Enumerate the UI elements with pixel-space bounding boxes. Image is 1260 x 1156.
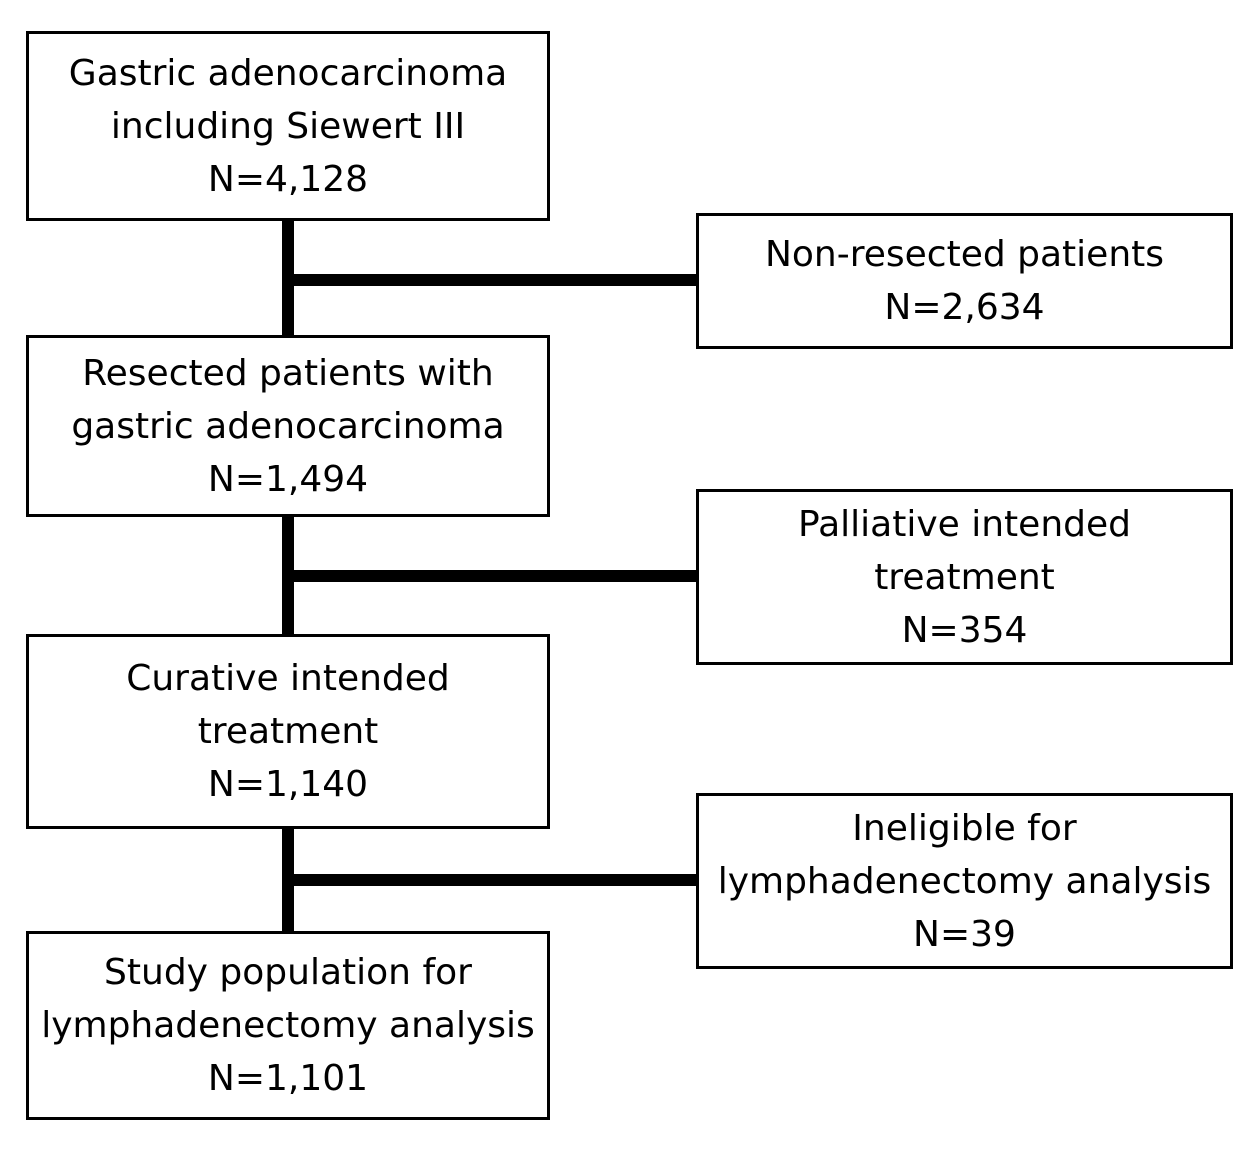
box-line: gastric adenocarcinoma [71,405,505,447]
horizontal-connector-1 [288,274,698,286]
box-line: Non-resected patients [764,234,1165,275]
box-non-resected: Non-resected patients N=2,634 [696,213,1233,349]
box-line: Study population for [104,952,472,993]
box-line: treatment [197,711,379,752]
box-ineligible: Ineligible for lymphadenectomy analysis … [696,793,1233,969]
box-resected-patients: Resected patients with gastric adenocarc… [26,335,550,517]
box-line: including Siewert III [110,105,466,147]
box-line: Gastric adenocarcinoma [68,52,508,94]
box-count: N=2,634 [884,287,1045,328]
box-curative-treatment: Curative intended treatment N=1,140 [26,634,550,829]
box-count: N=4,128 [207,158,369,200]
box-gastric-adenocarcinoma: Gastric adenocarcinoma including Siewert… [26,31,550,221]
box-line: Curative intended [126,658,450,699]
horizontal-connector-2 [288,570,698,582]
box-line: treatment [874,556,1055,598]
box-count: N=1,494 [207,458,369,500]
box-count: N=1,101 [207,1058,369,1099]
box-study-population: Study population for lymphadenectomy ana… [26,931,550,1120]
box-line: lymphadenectomy analysis [717,860,1212,902]
box-line: Ineligible for [852,807,1077,849]
horizontal-connector-3 [288,874,698,886]
box-count: N=1,140 [207,764,369,805]
box-count: N=39 [913,913,1016,955]
box-line: Palliative intended [798,503,1131,545]
box-line: lymphadenectomy analysis [41,1005,535,1046]
box-palliative-treatment: Palliative intended treatment N=354 [696,489,1233,665]
box-count: N=354 [901,609,1028,651]
box-line: Resected patients with [82,352,494,394]
